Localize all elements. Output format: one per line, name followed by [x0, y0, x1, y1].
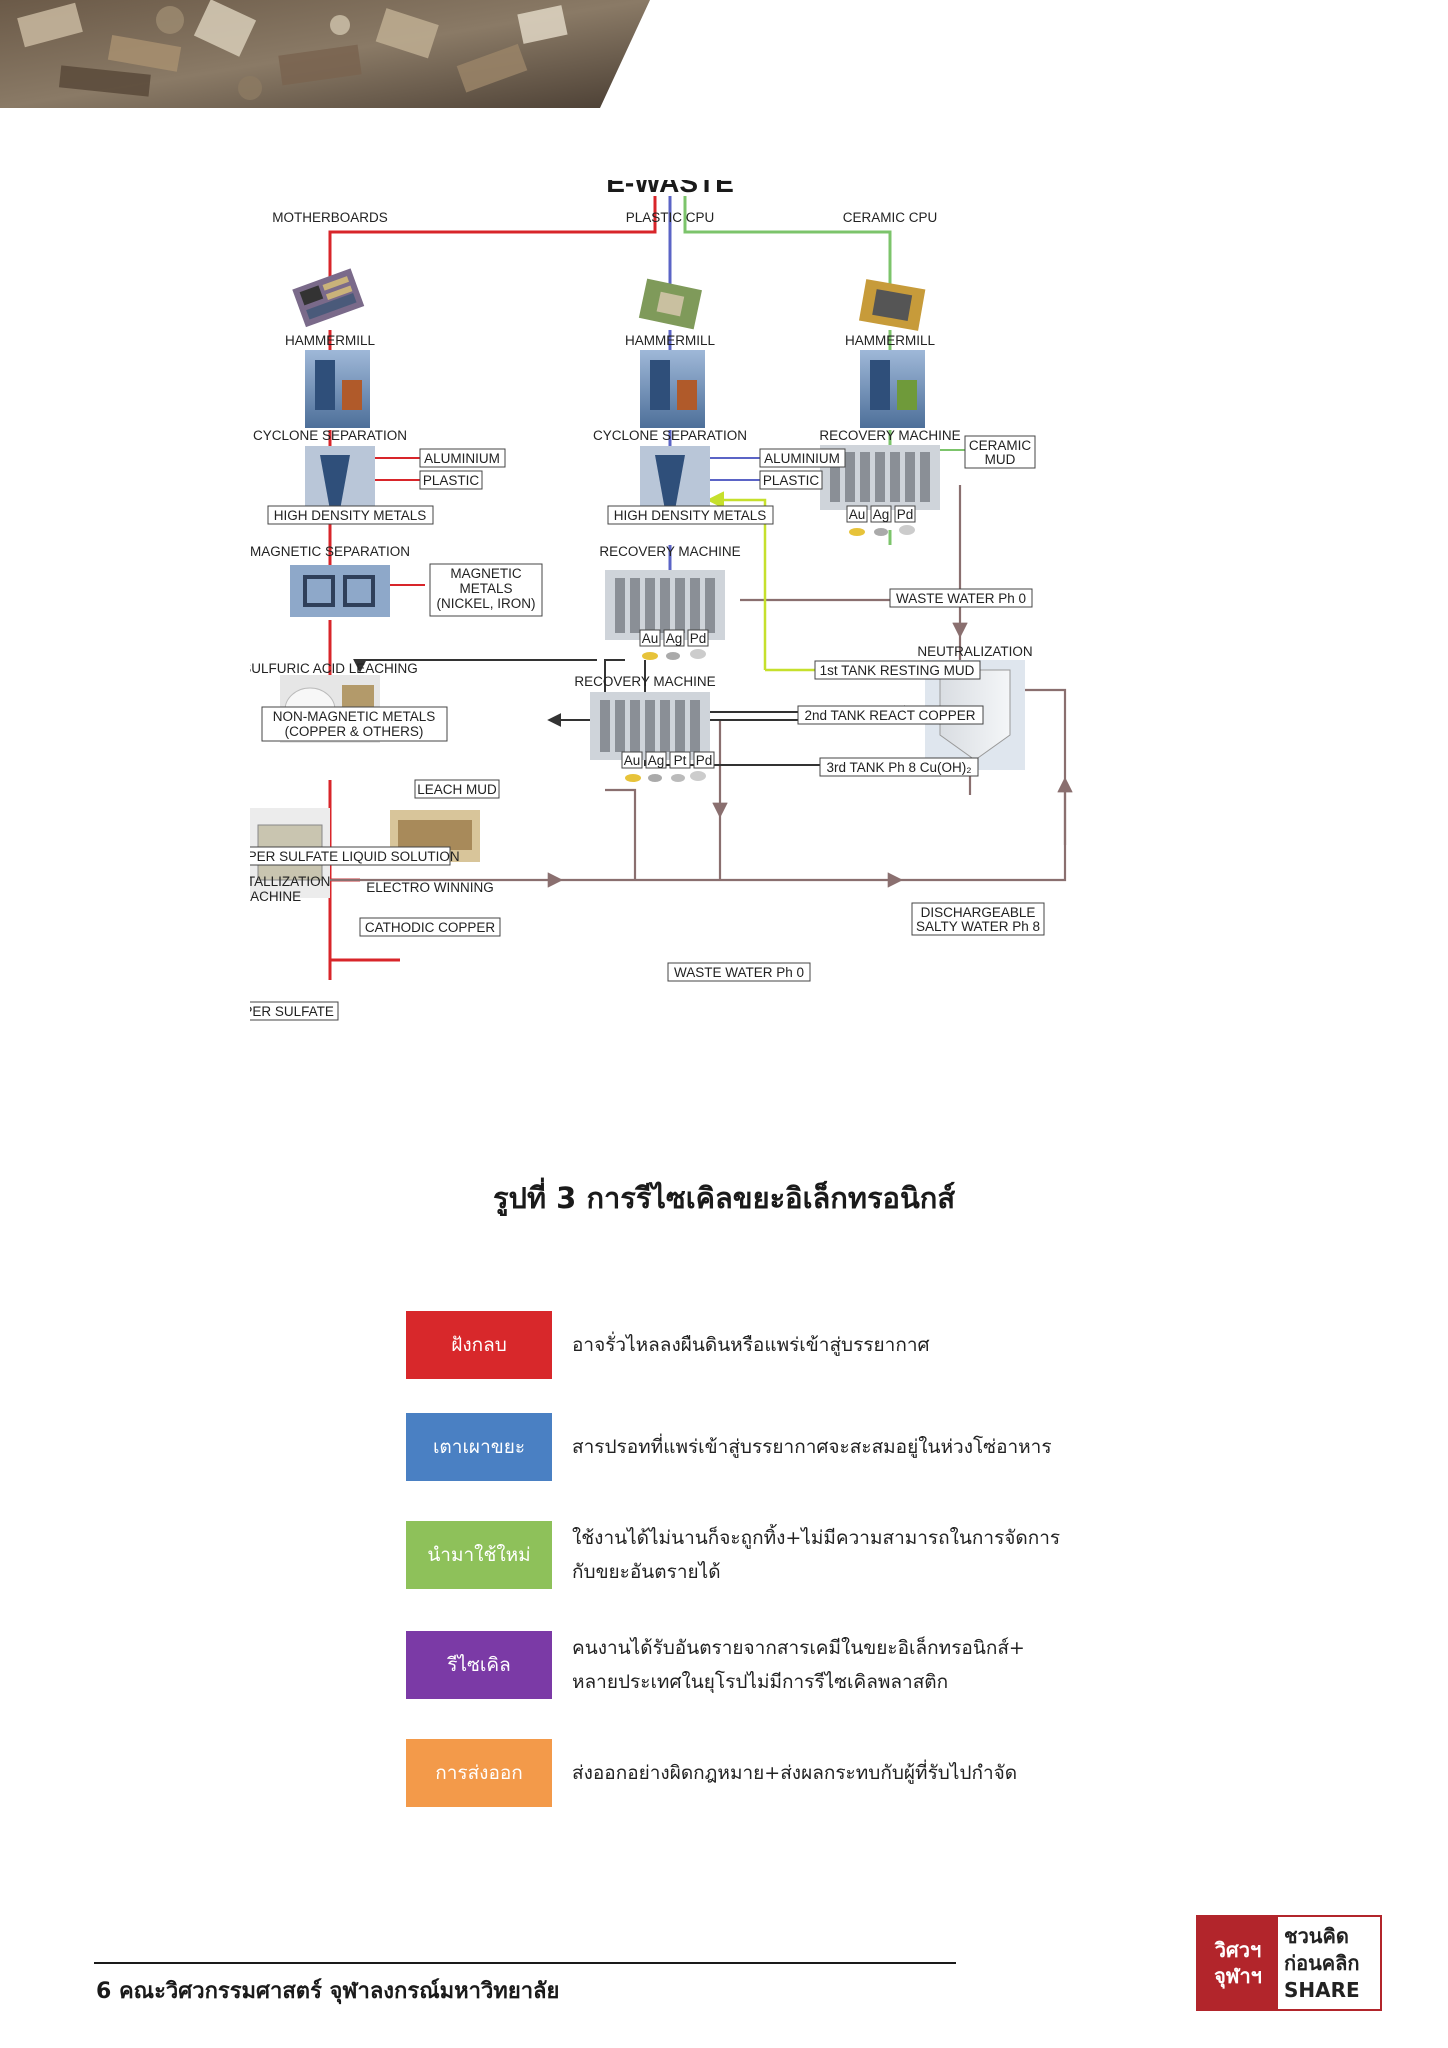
- label-sulfuric-acid: SULFURIC ACID LEACHING: [250, 661, 418, 676]
- label-cathodic-copper: CATHODIC COPPER: [365, 920, 496, 935]
- ceramic-cpu-image: [858, 279, 926, 331]
- label-plastic-cpu: PLASTIC CPU: [626, 210, 715, 225]
- label-ceramic-mud-2: MUD: [985, 452, 1016, 467]
- ewaste-recycling-diagram: E-WASTE MOTHERBOARDS PLASTIC CPU CERAMIC…: [250, 180, 1073, 1021]
- label-hammermill-3: HAMMERMILL: [845, 333, 936, 348]
- metal-ag-1: Ag: [873, 507, 890, 522]
- label-aluminium-2: ALUMINIUM: [764, 451, 840, 466]
- legend-label-box: การส่งออก: [406, 1739, 552, 1807]
- legend-label-box: ฝังกลบ: [406, 1311, 552, 1379]
- label-ceramic-cpu: CERAMIC CPU: [843, 210, 938, 225]
- label-electro-winning: ELECTRO WINNING: [366, 880, 494, 895]
- label-copper-sulfate-liquid: COPPER SULFATE LIQUID SOLUTION: [250, 849, 460, 864]
- figure-caption: รูปที่ 3 การรีไซเคิลขยะอิเล็กทรอนิกส์: [492, 1181, 956, 1215]
- plastic-cpu-image: [638, 278, 702, 330]
- metal-nuggets-1: [849, 525, 915, 536]
- metal-ag-3: Ag: [648, 753, 665, 768]
- label-cyclone-1: CYCLONE SEPARATION: [253, 428, 407, 443]
- label-magnetic-metals-2: METALS: [459, 581, 512, 596]
- footer-divider: [94, 1962, 956, 1964]
- legend-label-box: รีไซเคิล: [406, 1631, 552, 1699]
- label-recovery-1: RECOVERY MACHINE: [819, 428, 960, 443]
- label-motherboards: MOTHERBOARDS: [272, 210, 388, 225]
- legend-item-reuse: นำมาใช้ใหม่ ใช้งานได้ไม่นานก็จะถูกทิ้ง+ไ…: [406, 1520, 1092, 1590]
- label-magnetic-metals-3: (NICKEL, IRON): [436, 596, 535, 611]
- label-tank-3: 3rd TANK Ph 8 Cu(OH)₂: [826, 760, 971, 775]
- metal-pd-1: Pd: [897, 507, 914, 522]
- diagram-title: E-WASTE: [606, 180, 734, 198]
- metal-pd-3: Pd: [696, 753, 713, 768]
- legend-description: ส่งออกอย่างผิดกฎหมาย+ส่งผลกระทบกับผู้ที่…: [572, 1762, 1018, 1784]
- label-tank-1: 1st TANK RESTING MUD: [820, 663, 975, 678]
- hammermill-image-1: [305, 350, 370, 428]
- label-crystallization-2: MACHINE: [250, 889, 301, 904]
- label-plastic-1: PLASTIC: [423, 473, 480, 488]
- legend-description: คนงานได้รับอันตรายจากสารเคมีในขยะอิเล็กท…: [572, 1637, 1025, 1693]
- hammermill-image-2: [640, 350, 705, 428]
- label-dischargeable-1: DISCHARGEABLE: [921, 905, 1036, 920]
- label-hammermill-2: HAMMERMILL: [625, 333, 716, 348]
- label-magnetic-metals-1: MAGNETIC: [450, 566, 522, 581]
- motherboard-image: [292, 268, 365, 328]
- label-ceramic-mud-1: CERAMIC: [969, 438, 1032, 453]
- legend-label-box: นำมาใช้ใหม่: [406, 1521, 552, 1589]
- label-high-density-2: HIGH DENSITY METALS: [614, 508, 767, 523]
- metal-pd-2: Pd: [690, 631, 707, 646]
- metal-au-3: Au: [624, 753, 641, 768]
- metal-nuggets-3: [625, 771, 706, 782]
- legend-item-recycle: รีไซเคิล คนงานได้รับอันตรายจากสารเคมีในข…: [406, 1630, 1092, 1700]
- label-non-magnetic-1: NON-MAGNETIC METALS: [273, 709, 436, 724]
- label-cyclone-2: CYCLONE SEPARATION: [593, 428, 747, 443]
- label-waste-water-1: WASTE WATER Ph 0: [896, 591, 1026, 606]
- label-non-magnetic-2: (COPPER & OTHERS): [285, 724, 424, 739]
- metal-ag-2: Ag: [666, 631, 683, 646]
- magnetic-separation-image: [290, 565, 390, 617]
- legend-description: อาจรั่วไหลลงผืนดินหรือแพร่เข้าสู่บรรยากา…: [572, 1334, 930, 1356]
- recovery-machine-image-3: [590, 692, 710, 760]
- legend-item-export: การส่งออก ส่งออกอย่างผิดกฎหมาย+ส่งผลกระท…: [406, 1738, 1092, 1808]
- legend-label-box: เตาเผาขยะ: [406, 1413, 552, 1481]
- label-leach-mud: LEACH MUD: [417, 782, 497, 797]
- hammermill-image-3: [860, 350, 925, 428]
- metal-pt-3: Pt: [674, 753, 687, 768]
- label-recovery-2: RECOVERY MACHINE: [599, 544, 740, 559]
- legend-description: สารปรอทที่แพร่เข้าสู่บรรยากาศจะสะสมอยู่ใ…: [572, 1436, 1052, 1458]
- label-hammermill-1: HAMMERMILL: [285, 333, 376, 348]
- label-waste-water-2: WASTE WATER Ph 0: [674, 965, 804, 980]
- label-plastic-2: PLASTIC: [763, 473, 820, 488]
- label-aluminium-1: ALUMINIUM: [424, 451, 500, 466]
- label-crystallization-1: CRYSTALLIZATION: [250, 874, 330, 889]
- metal-nuggets-2: [642, 649, 706, 660]
- label-magnetic-separation: MAGNETIC SEPARATION: [250, 544, 410, 559]
- label-tank-2: 2nd TANK REACT COPPER: [804, 708, 975, 723]
- metal-au-1: Au: [849, 507, 866, 522]
- legend-item-incinerator: เตาเผาขยะ สารปรอทที่แพร่เข้าสู่บรรยากาศจ…: [406, 1412, 1092, 1482]
- logo-left-block: วิศวฯจุฬาฯ: [1198, 1917, 1278, 2009]
- label-dischargeable-2: SALTY WATER Ph 8: [916, 919, 1040, 934]
- label-copper-sulfate: COPPER SULFATE: [250, 1004, 334, 1019]
- label-high-density-1: HIGH DENSITY METALS: [274, 508, 427, 523]
- label-neutralization: NEUTRALIZATION: [917, 644, 1032, 659]
- label-recovery-3: RECOVERY MACHINE: [574, 674, 715, 689]
- recovery-machine-image-2: [605, 570, 725, 640]
- metal-au-2: Au: [642, 631, 659, 646]
- legend-item-landfill: ฝังกลบ อาจรั่วไหลลงผืนดินหรือแพร่เข้าสู่…: [406, 1310, 1092, 1380]
- legend-description: ใช้งานได้ไม่นานก็จะถูกทิ้ง+ไม่มีความสามา…: [572, 1527, 1061, 1583]
- footer-page-text: 6 คณะวิศวกรรมศาสตร์ จุฬาลงกรณ์มหาวิทยาลั…: [96, 1979, 560, 2004]
- header-banner-photo: [0, 0, 650, 108]
